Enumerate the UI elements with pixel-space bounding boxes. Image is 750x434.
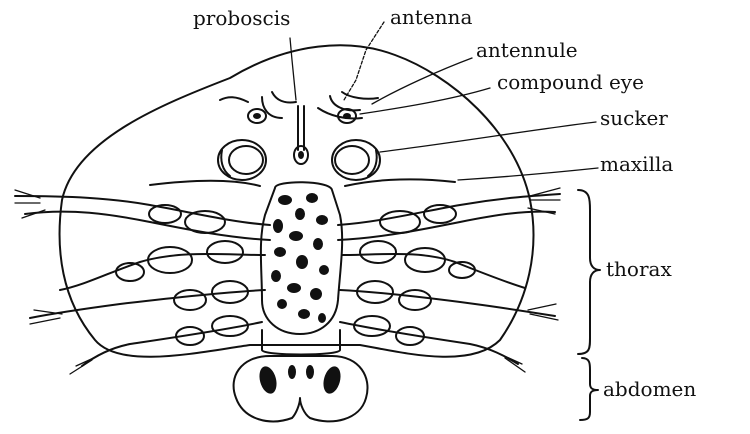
carapace-outline [60,45,534,356]
gut-spots [271,193,329,323]
label-proboscis: proboscis [193,6,290,30]
thoracic-legs-right [338,188,560,372]
thoracic-legs-left [15,190,270,374]
sucker-right [332,140,380,180]
label-antennule: antennule [476,38,578,62]
label-compound-eye: compound eye [497,70,644,94]
abdomen-bracket [580,358,598,420]
leader-maxilla [458,168,598,180]
leader-proboscis [290,38,296,100]
label-antenna: antenna [390,5,472,29]
label-abdomen: abdomen [603,377,696,401]
label-maxilla: maxilla [600,152,673,176]
label-sucker: sucker [600,106,668,130]
label-thorax: thorax [606,257,672,281]
proboscis [294,106,308,164]
thorax-bracket [578,190,600,354]
maxilla-left [150,181,260,186]
leader-antenna [344,22,384,100]
abdomen [234,330,368,421]
sucker-left [218,140,266,180]
leader-sucker [380,122,596,152]
